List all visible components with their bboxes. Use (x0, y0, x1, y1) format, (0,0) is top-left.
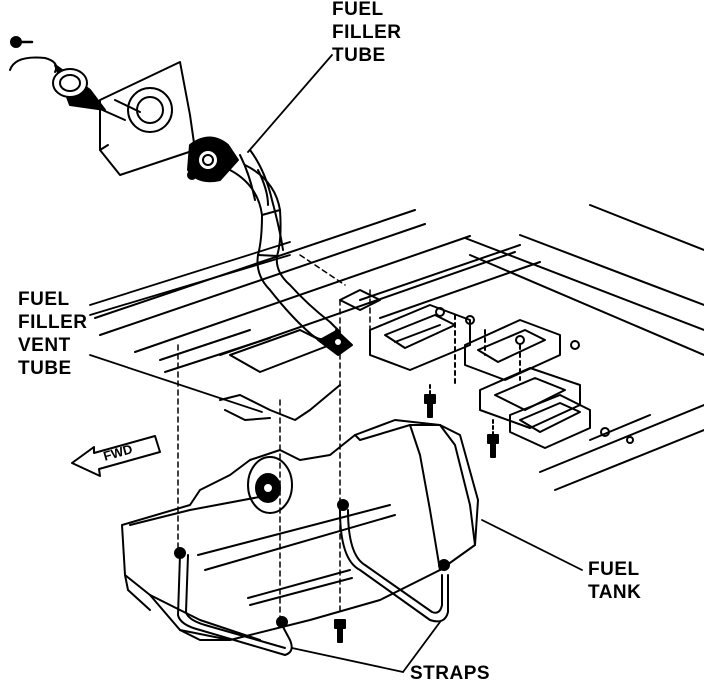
fwd-arrow (71, 435, 161, 477)
label-straps: STRAPS (410, 662, 490, 684)
label-fuel-filler-tube-line3: TUBE (332, 45, 386, 66)
tank-straps (174, 499, 450, 656)
label-fuel-filler-tube-line1: FUEL (332, 0, 384, 20)
vent-tube (219, 149, 341, 421)
reference-lines (177, 254, 371, 621)
label-fuel-tank-line2: TANK (588, 582, 642, 603)
mounting-bolts (334, 384, 499, 643)
label-fuel-tank: FUEL TANK (588, 558, 641, 604)
filler-door-assembly (9, 36, 196, 176)
label-fuel-filler-tube: FUEL FILLER TUBE (332, 0, 402, 67)
label-straps-text: STRAPS (410, 663, 491, 684)
crossmember-brackets (369, 304, 634, 449)
label-vent-line1: FUEL (18, 289, 70, 310)
label-vent-line4: TUBE (18, 358, 72, 379)
label-fuel-tank-line1: FUEL (588, 559, 640, 580)
label-vent-line2: FILLER (18, 312, 88, 333)
leader-lines (89, 54, 583, 673)
underbody-frame (94, 204, 704, 491)
fuel-tank (121, 419, 479, 641)
filler-tube (187, 136, 353, 356)
label-vent-line3: VENT (18, 335, 71, 356)
label-fuel-filler-tube-line2: FILLER (332, 22, 402, 43)
label-fuel-filler-vent-tube: FUEL FILLER VENT TUBE (18, 288, 88, 380)
